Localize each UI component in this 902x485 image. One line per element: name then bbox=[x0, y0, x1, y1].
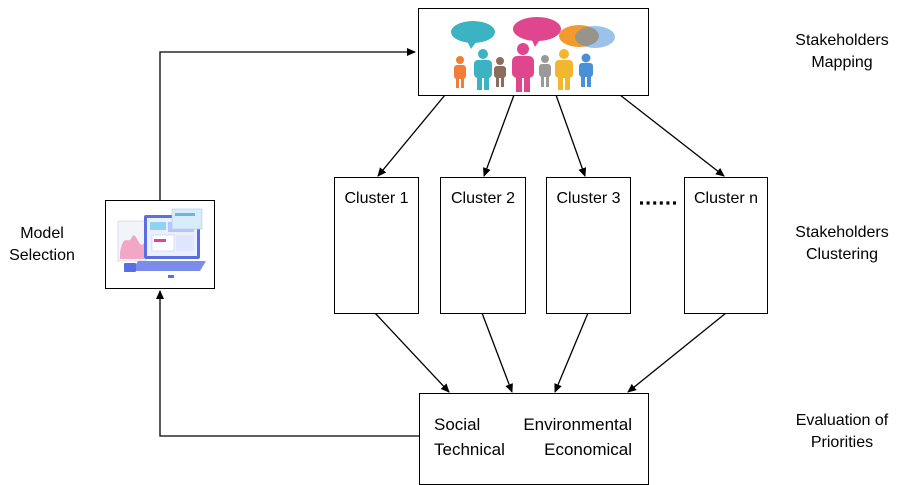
priority-technical: Technical bbox=[434, 440, 505, 459]
cluster-3-box: Cluster 3 bbox=[546, 177, 631, 314]
cluster-n-label: Cluster n bbox=[693, 190, 759, 207]
cluster-n-box: Cluster n bbox=[684, 177, 768, 314]
people-with-speech-bubbles-icon bbox=[451, 17, 615, 92]
arrow-mapping-to-cluster-2 bbox=[483, 94, 515, 177]
arrow-mapping-to-cluster-3 bbox=[555, 94, 587, 177]
stakeholders-mapping-label: Stakeholders Mapping bbox=[795, 32, 889, 71]
arrow-cluster-1-to-evaluation bbox=[374, 312, 450, 393]
cluster-3-label: Cluster 3 bbox=[556, 190, 621, 207]
cluster-1-label: Cluster 1 bbox=[344, 190, 409, 207]
stakeholders-mapping-box bbox=[418, 8, 649, 96]
model-selection-label: Model Selection bbox=[9, 225, 75, 264]
priority-environmental: Environmental bbox=[523, 415, 632, 434]
stakeholders-clustering-label: Stakeholders Clustering bbox=[795, 224, 889, 263]
arrow-mapping-to-cluster-n bbox=[619, 94, 725, 177]
model-selection-box bbox=[105, 200, 215, 289]
evaluation-priorities-box: Social Environmental Technical Economica… bbox=[419, 393, 649, 485]
cluster-1-box: Cluster 1 bbox=[334, 177, 419, 314]
priority-economical: Economical bbox=[544, 440, 632, 459]
arrow-cluster-2-to-evaluation bbox=[481, 312, 513, 393]
cluster-2-box: Cluster 2 bbox=[440, 177, 526, 314]
arrow-evaluation-to-model bbox=[156, 290, 419, 437]
evaluation-of-priorities-label: Evaluation of Priorities bbox=[795, 412, 889, 451]
cluster-2-label: Cluster 2 bbox=[450, 190, 516, 207]
arrow-model-to-mapping bbox=[159, 48, 416, 200]
arrow-cluster-3-to-evaluation bbox=[554, 312, 589, 393]
laptop-dashboard-icon bbox=[117, 208, 206, 278]
arrow-cluster-n-to-evaluation bbox=[627, 312, 727, 393]
arrow-mapping-to-cluster-1 bbox=[377, 94, 446, 177]
priority-social: Social bbox=[434, 415, 481, 434]
